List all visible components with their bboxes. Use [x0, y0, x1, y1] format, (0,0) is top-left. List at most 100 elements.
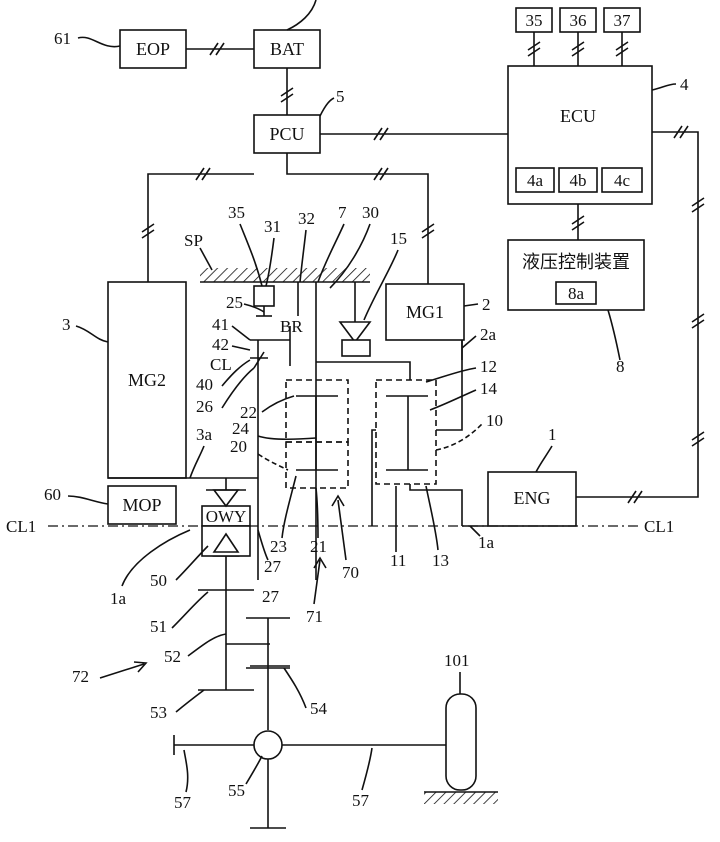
- svg-text:OWY: OWY: [206, 507, 247, 526]
- label-54: 54: [310, 699, 328, 718]
- bat-block: BAT: [253, 29, 321, 69]
- label-1: 1: [548, 425, 557, 444]
- label-101: 101: [444, 651, 470, 670]
- label-cl1-left: CL1: [6, 517, 36, 536]
- svg-text:ECU: ECU: [560, 106, 596, 126]
- label-15: 15: [390, 229, 407, 248]
- sensor-36-block: 36: [559, 7, 597, 33]
- label-55: 55: [228, 781, 245, 800]
- label-23: 23: [270, 537, 287, 556]
- label-13: 13: [432, 551, 449, 570]
- svg-text:4c: 4c: [614, 171, 631, 190]
- svg-text:MG2: MG2: [128, 370, 166, 390]
- eop-block: EOP: [119, 29, 187, 69]
- label-5: 5: [336, 87, 345, 106]
- label-3: 3: [62, 315, 71, 334]
- label-1a-left: 1a: [110, 589, 127, 608]
- sensor-35-block: 35: [515, 7, 553, 33]
- label-35-brake: 35: [228, 203, 245, 222]
- mg1-block: MG1: [385, 283, 465, 341]
- label-cl1-right: CL1: [644, 517, 674, 536]
- label-22: 22: [240, 403, 257, 422]
- svg-text:PCU: PCU: [269, 124, 304, 144]
- signal-slash: [627, 125, 705, 504]
- label-51: 51: [150, 617, 167, 636]
- pcu-mg1-line: [286, 153, 429, 284]
- planetary-gear-10: [371, 340, 463, 526]
- label-25: 25: [226, 293, 243, 312]
- svg-text:4b: 4b: [570, 171, 587, 190]
- ecu-unit-4b: [558, 167, 598, 193]
- label-24: 24: [232, 419, 250, 438]
- svg-text:液压控制装置: 液压控制装置: [522, 252, 630, 273]
- signal-slash: [141, 167, 435, 239]
- mop-block: MOP: [107, 485, 177, 525]
- label-27-upper: 27: [264, 557, 282, 576]
- output-gear-train: [198, 556, 290, 730]
- svg-text:36: 36: [570, 11, 587, 30]
- label-71: 71: [306, 607, 323, 626]
- svg-text:37: 37: [614, 11, 632, 30]
- svg-text:4a: 4a: [527, 171, 544, 190]
- eng-block: ENG: [487, 471, 577, 527]
- label-11: 11: [390, 551, 406, 570]
- label-26: 26: [196, 397, 213, 416]
- label-2: 2: [482, 295, 491, 314]
- sensor-lines: [527, 32, 629, 66]
- ecu-eng-line: [576, 131, 699, 498]
- label-sp: SP: [184, 231, 203, 250]
- label-27-lower: 27: [262, 587, 280, 606]
- label-12: 12: [480, 357, 497, 376]
- pcu-block: PCU: [253, 114, 321, 154]
- mg2-block: MG2: [107, 281, 187, 479]
- label-50: 50: [150, 571, 167, 590]
- label-40: 40: [196, 375, 213, 394]
- label-cl: CL: [210, 355, 232, 374]
- signal-slash: [280, 87, 294, 103]
- label-52: 52: [164, 647, 181, 666]
- wheel-101: [424, 693, 498, 804]
- label-57-right: 57: [352, 791, 370, 810]
- label-32: 32: [298, 209, 315, 228]
- svg-text:MOP: MOP: [122, 495, 161, 515]
- signal-slash: [209, 42, 225, 56]
- label-3a: 3a: [196, 425, 213, 444]
- label-20: 20: [230, 437, 247, 456]
- label-30: 30: [362, 203, 379, 222]
- ecu-unit-4c: [601, 167, 643, 193]
- ecu-unit-4a: [515, 167, 555, 193]
- differential-55: [173, 730, 446, 829]
- label-2a: 2a: [480, 325, 497, 344]
- svg-text:35: 35: [526, 11, 543, 30]
- svg-text:MG1: MG1: [406, 302, 444, 322]
- label-53: 53: [150, 703, 167, 722]
- brake-actuator: [253, 285, 275, 317]
- svg-text:BAT: BAT: [270, 39, 304, 59]
- clutch-cl: [250, 326, 291, 369]
- label-1a-right: 1a: [478, 533, 495, 552]
- label-21: 21: [310, 537, 327, 556]
- planetary-gear-70: [285, 379, 349, 489]
- signal-slash: [571, 215, 585, 231]
- label-61: 61: [54, 29, 71, 48]
- svg-text:EOP: EOP: [136, 39, 170, 59]
- label-41: 41: [212, 315, 229, 334]
- reference-labels: 61 5 4 3 2 2a 1 1a 1a 3a 60 8 10 11 12 1…: [6, 29, 689, 812]
- casing-ground: [200, 268, 370, 283]
- label-7: 7: [338, 203, 347, 222]
- svg-text:ENG: ENG: [514, 488, 551, 508]
- hydraulic-unit-8a: [555, 281, 597, 305]
- label-70: 70: [342, 563, 359, 582]
- label-57-left: 57: [174, 793, 192, 812]
- label-br: BR: [280, 317, 303, 336]
- oil-pump-15: [338, 282, 372, 357]
- label-14: 14: [480, 379, 498, 398]
- label-10: 10: [486, 411, 503, 430]
- sensor-37-block: 37: [603, 7, 641, 33]
- carrier-link: [316, 361, 411, 380]
- label-4: 4: [680, 75, 689, 94]
- owy-clutch: OWY: [201, 478, 251, 557]
- svg-text:8a: 8a: [568, 284, 585, 303]
- pcu-mg2-line: [147, 173, 254, 282]
